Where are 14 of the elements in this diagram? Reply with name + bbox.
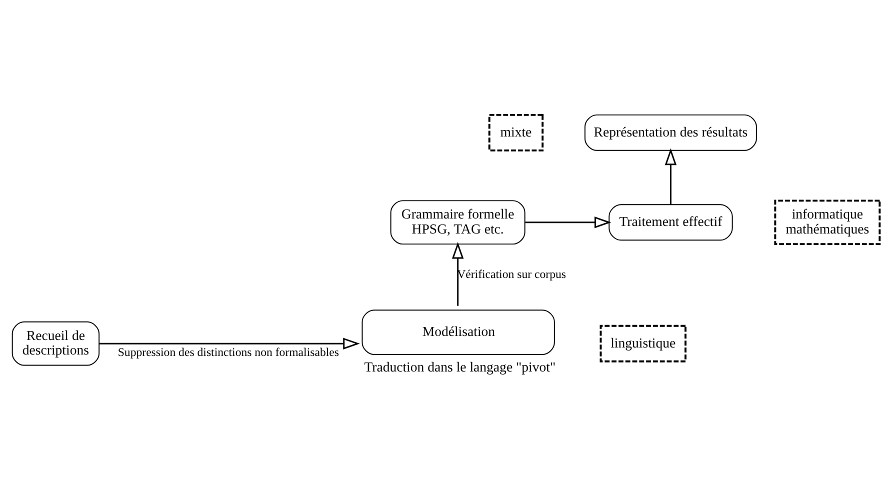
arrow — [452, 241, 464, 306]
arrow — [99, 337, 360, 349]
node-box: mixte — [488, 113, 544, 151]
arrow — [525, 216, 612, 228]
node-box: Grammaire formelle HPSG, TAG etc. — [390, 200, 526, 244]
arrow — [664, 148, 677, 204]
node-box: informatique mathématiques — [774, 199, 881, 245]
node-label: Traduction dans le langage "pivot" — [364, 358, 556, 374]
node-box: Recueil de descriptions — [12, 320, 100, 366]
node-box: Représentation des résultats — [584, 114, 757, 150]
node-box: linguistique — [600, 324, 686, 362]
node-box: Modélisation — [362, 309, 555, 354]
node-box: Traitement effectif — [608, 204, 733, 240]
edge-label: Suppression des distinctions non formalisables — [118, 344, 339, 359]
